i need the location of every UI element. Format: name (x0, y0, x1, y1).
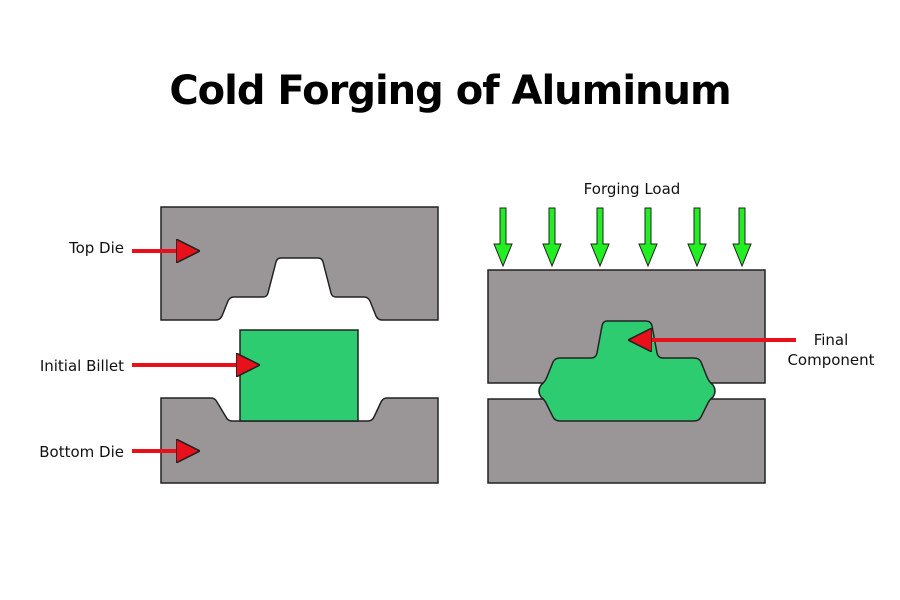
label-bottom-die: Bottom Die (39, 443, 124, 461)
load-arrow-icon (590, 207, 610, 268)
label-initial-billet: Initial Billet (40, 357, 124, 375)
forging-load-arrows (493, 207, 752, 268)
initial-billet (239, 329, 359, 422)
load-arrow-icon (687, 207, 707, 268)
label-top-die: Top Die (68, 239, 124, 257)
final-component (538, 320, 716, 422)
load-arrow-icon (732, 207, 752, 268)
diagram-title: Cold Forging of Aluminum (169, 68, 731, 114)
load-arrow-icon (542, 207, 562, 268)
top-die (160, 206, 439, 321)
load-arrow-icon (493, 207, 513, 268)
label-final-line2: Component (787, 351, 874, 369)
label-forging-load: Forging Load (584, 180, 681, 198)
bottom-die (160, 397, 439, 484)
label-final-line1: Final (814, 331, 849, 349)
load-arrow-icon (638, 207, 658, 268)
